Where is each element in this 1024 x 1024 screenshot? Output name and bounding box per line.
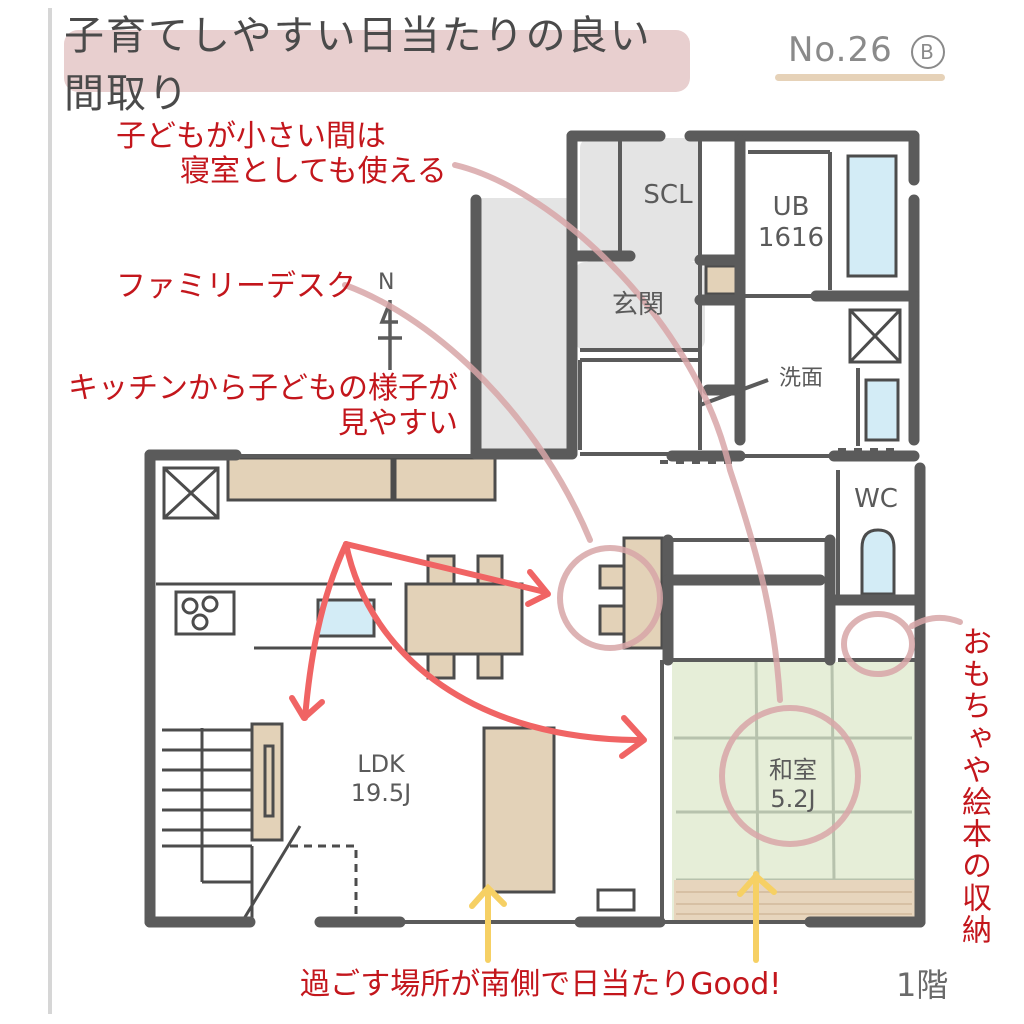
plan-number-text: No.26 — [788, 30, 893, 70]
room-label-wc: WC — [854, 484, 898, 514]
kitchen-counter — [156, 582, 392, 650]
sun-arrows — [469, 871, 777, 963]
note-bedroom-line1: 子どもが小さい間は — [116, 119, 386, 154]
compass-north-label: N — [378, 270, 395, 295]
note-south-sun: 過ごす場所が南側で日当たりGood! — [300, 967, 782, 1002]
room-ub-name: UB — [772, 192, 810, 222]
room-label-scl: SCL — [643, 180, 693, 210]
highlight-curves — [342, 162, 963, 847]
plan-number: No.26 B — [788, 30, 945, 70]
page-margin-line — [48, 8, 52, 1014]
appliance-boxes — [162, 308, 902, 912]
note-bedroom: 子どもが小さい間は 寝室としても使える — [116, 119, 447, 189]
room-label-ub: UB 1616 — [756, 192, 826, 254]
note-kitchen-view-line2: 見やすい — [338, 405, 458, 441]
plan-number-underline — [775, 74, 945, 81]
room-label-ldk: LDK 19.5J — [336, 750, 426, 808]
floor-label: 1階 — [896, 966, 949, 1004]
north-arrow-icon — [378, 300, 402, 370]
staircase — [162, 728, 358, 923]
room-ub-size: 1616 — [757, 223, 825, 254]
plan-variant-badge: B — [910, 34, 945, 69]
room-label-washitsu: 和室 5.2J — [758, 756, 828, 814]
note-kitchen-view: キッチンから子どもの様子が 見やすい — [68, 371, 458, 441]
room-ldk-name: LDK — [357, 750, 405, 778]
note-family-desk: ファミリーデスク — [116, 269, 356, 304]
room-washitsu-size: 5.2J — [770, 784, 816, 813]
room-label-senmen: 洗面 — [778, 366, 823, 391]
room-label-genkan: 玄関 — [611, 290, 664, 320]
stair-handrail — [263, 744, 275, 818]
note-toy-storage: おもちゃや絵本の収納 — [956, 626, 991, 946]
note-bedroom-line2: 寝室としても使える — [180, 153, 447, 189]
furniture — [226, 264, 738, 894]
title-banner: 子育てしやすい日当たりの良い間取り — [64, 13, 690, 117]
page-title: 子育てしやすい日当たりの良い間取り — [64, 13, 652, 117]
room-ldk-size: 19.5J — [350, 778, 412, 807]
room-washitsu-name: 和室 — [769, 756, 817, 784]
view-arrows — [289, 541, 647, 759]
walls — [144, 130, 926, 928]
note-kitchen-view-line1: キッチンから子どもの様子が — [68, 371, 458, 406]
